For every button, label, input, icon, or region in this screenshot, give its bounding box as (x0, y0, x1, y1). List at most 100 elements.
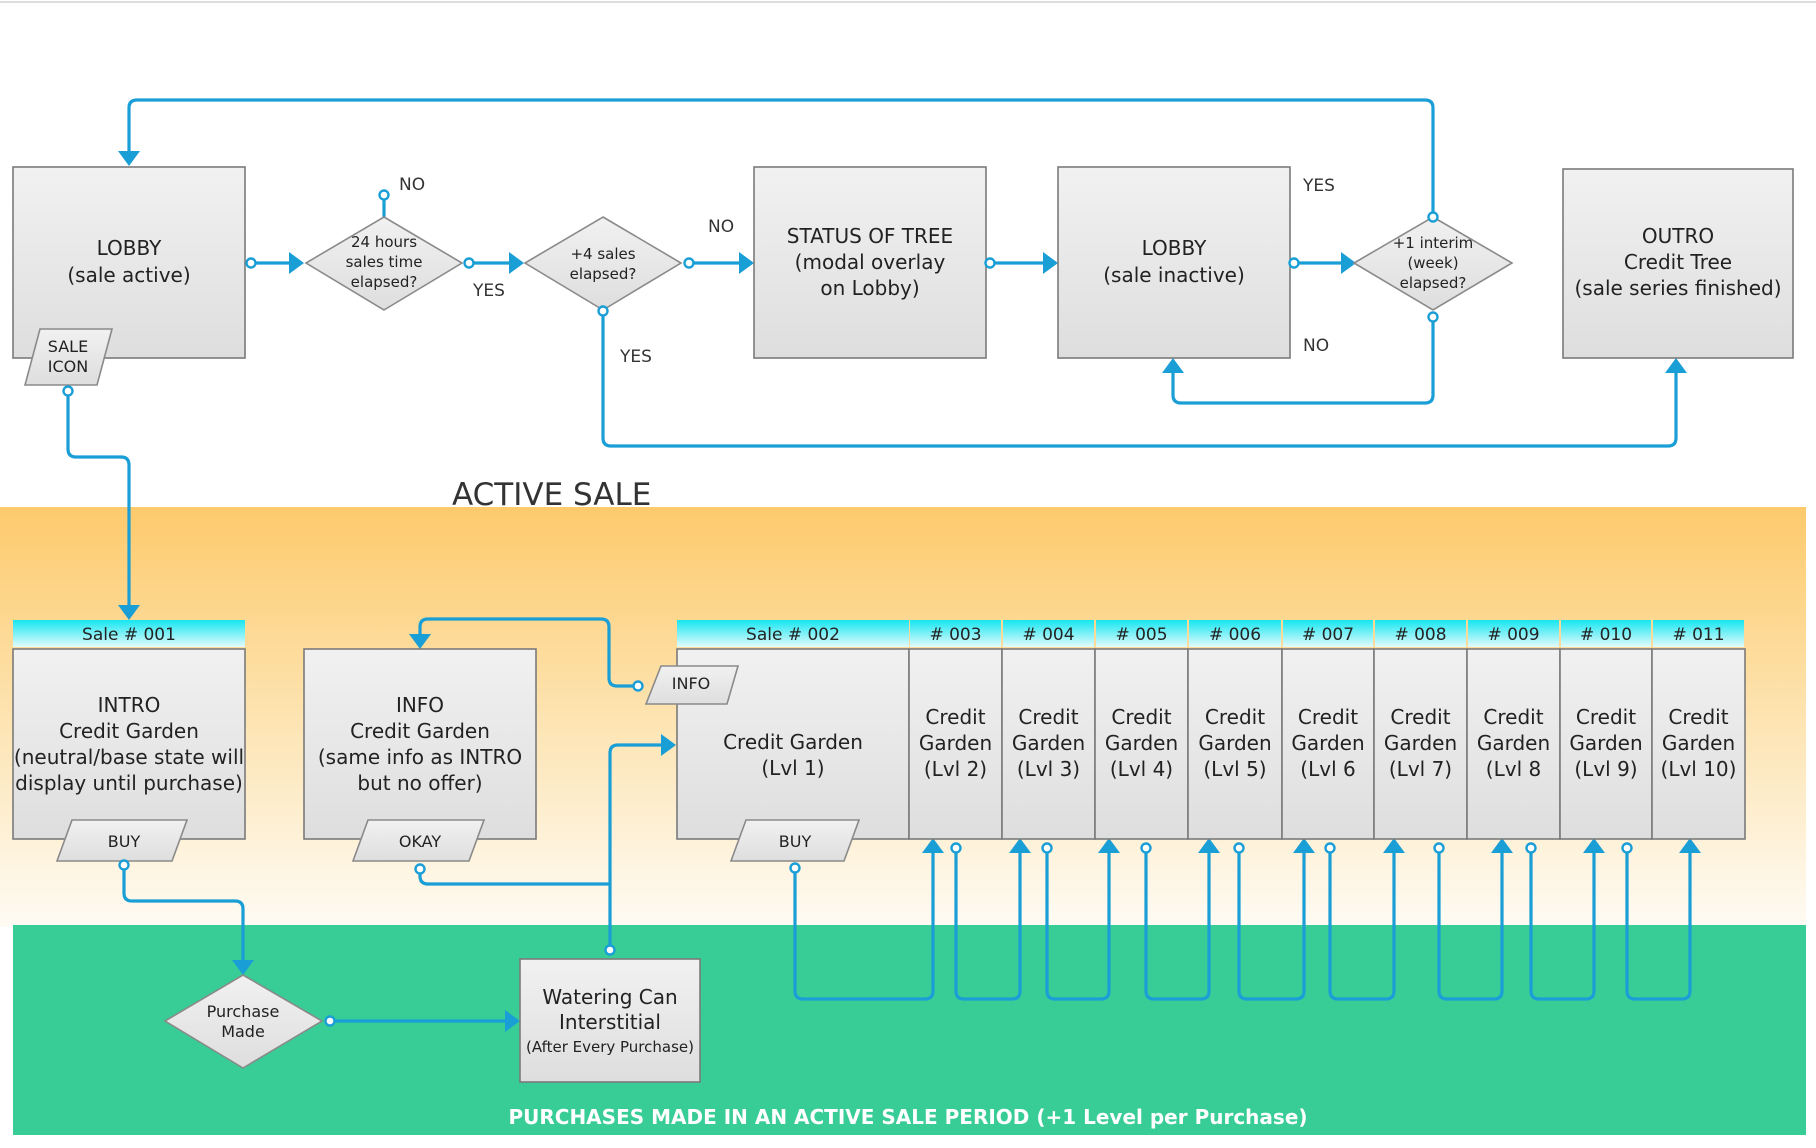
level-text-line: Credit (925, 705, 985, 729)
connector-dot (62, 385, 74, 397)
level-text-line: Garden (1105, 731, 1178, 755)
arrowhead (1491, 838, 1513, 853)
level-header-bg (910, 620, 1001, 647)
decision-24h-line: sales time (346, 253, 423, 271)
decision-24h-line: 24 hours (351, 233, 417, 251)
arrowhead (1383, 838, 1405, 853)
connector-dot (789, 862, 801, 874)
sale-002-buy-button[interactable]: BUY (729, 819, 861, 862)
connector-dot (632, 680, 644, 692)
connector-dot (1621, 842, 1633, 854)
arrowhead (509, 252, 524, 274)
level-text-line: Credit (1298, 705, 1358, 729)
info-okay-button[interactable]: OKAY (351, 819, 486, 862)
info-tag[interactable]: INFO (644, 665, 740, 705)
label-yes: YES (619, 347, 652, 367)
svg-text:Credit Garden(Lvl 1): Credit Garden(Lvl 1) (723, 730, 863, 780)
level-header-bg (1189, 620, 1281, 647)
level-text-line: Garden (1662, 731, 1735, 755)
arrowhead (1198, 838, 1220, 853)
arrowhead (739, 252, 754, 274)
status-tree-line: STATUS OF TREE (787, 224, 953, 248)
svg-text:LOBBY(sale active): LOBBY(sale active) (67, 236, 190, 287)
level-text-line: Garden (1012, 731, 1085, 755)
level-text-line: Garden (1291, 731, 1364, 755)
intro-buy-label: BUY (108, 832, 141, 851)
connector-dot (1140, 842, 1152, 854)
lobby-inactive-node[interactable]: LOBBY(sale inactive) (1057, 166, 1291, 359)
level-text-line: Credit (1483, 705, 1543, 729)
level-header: # 003 (929, 625, 981, 645)
connector-interim-yes-to-lobby (127, 98, 1435, 216)
connector-watering-to-sale002 (608, 743, 664, 950)
level-text-line: Credit (1205, 705, 1265, 729)
decision-24h-line: elapsed? (351, 273, 418, 291)
arrowhead (505, 1010, 520, 1032)
sale-002-header: Sale # 002 (746, 625, 840, 645)
connector-lvl2-to-lvl3 (954, 848, 1022, 1001)
info-line: but no offer) (357, 771, 482, 795)
level-text-line: (Lvl 8 (1486, 757, 1541, 781)
level-box (1187, 648, 1283, 840)
lobby-inactive-line: (sale inactive) (1103, 263, 1245, 287)
level-text-line: Credit (1668, 705, 1728, 729)
connector-infotag-to-info (418, 617, 638, 688)
arrowhead (1293, 838, 1315, 853)
connector-lvl6-to-lvl7 (1328, 848, 1396, 1001)
intro-line: INTRO (98, 693, 161, 717)
decision-interim-node[interactable]: +1 interim(week)elapsed? (1352, 216, 1514, 311)
intro-buy-button[interactable]: BUY (55, 819, 189, 862)
connector-dot (1041, 842, 1053, 854)
arrowhead (922, 838, 944, 853)
level-header: # 008 (1394, 625, 1446, 645)
sale-002-line: (Lvl 1) (761, 756, 824, 780)
level-text-line: Credit (1390, 705, 1450, 729)
decision-24h-node[interactable]: 24 hours sales time elapsed? (304, 216, 464, 311)
level-text-line: (Lvl 7) (1389, 757, 1452, 781)
connector-dot (1525, 842, 1537, 854)
label-yes: YES (1302, 176, 1335, 196)
label-no: NO (399, 175, 425, 195)
sale-002-node[interactable]: Sale # 002 Credit Garden(Lvl 1) (676, 620, 910, 840)
connector-dot (950, 842, 962, 854)
purchase-made-line: Made (221, 1022, 265, 1041)
decision-interim-line: (week) (1407, 254, 1458, 272)
level-header-bg (1561, 620, 1651, 647)
lobby-active-line: (sale active) (67, 263, 190, 287)
decision-interim-line: +1 interim (1393, 234, 1474, 252)
level-header-bg (1003, 620, 1094, 647)
level-text-line: (Lvl 10) (1661, 757, 1737, 781)
lobby-active-node[interactable]: LOBBY(sale active) (12, 166, 246, 359)
connector-4sales-yes-to-outro (601, 311, 1678, 448)
arrowhead (1009, 838, 1031, 853)
arrowhead (1665, 358, 1687, 373)
intro-line: (neutral/base state will (14, 745, 244, 769)
